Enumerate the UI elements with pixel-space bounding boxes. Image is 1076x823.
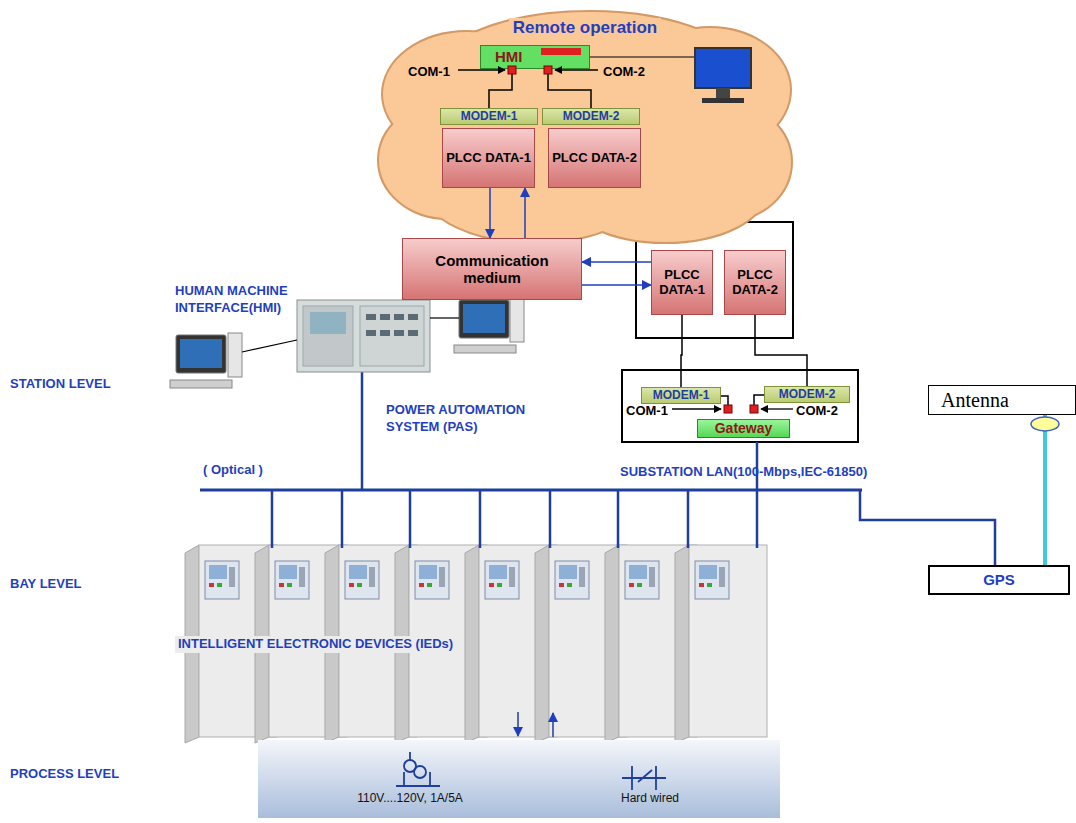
box-text: MODEM-2	[779, 388, 836, 402]
antenna-dish	[1031, 417, 1059, 431]
port-name: COM-1	[408, 64, 450, 81]
modem-box: MODEM-1	[440, 108, 538, 125]
ct-vt-symbol	[396, 752, 440, 786]
process-band: 110V....120V, 1A/5A Hard wired	[258, 740, 780, 818]
box-text: MODEM-1	[461, 110, 518, 124]
box-text: MODEM-2	[563, 110, 620, 124]
plcc-box: PLCC DATA-2	[548, 128, 641, 188]
gps-box: GPS	[928, 565, 1070, 595]
connector	[489, 188, 491, 238]
connector	[755, 315, 807, 386]
hmi-box: HMI	[480, 45, 590, 69]
hardwired-contact-symbol	[622, 766, 666, 790]
lan-caption: SUBSTATION LAN(100-Mbps,IEC-61850)	[620, 464, 867, 481]
lan-drops	[272, 372, 995, 565]
box-text: GPS	[983, 571, 1015, 588]
box-text: PLCC DATA-1	[446, 151, 531, 166]
box-text: 110V....120V, 1A/5A	[357, 792, 463, 806]
connector	[1043, 415, 1047, 565]
plcc-box: PLCC DATA-1	[651, 250, 713, 315]
cloud-lobe	[630, 28, 790, 152]
level-name: STATION LEVEL	[10, 376, 111, 393]
port-name: COM-2	[603, 64, 645, 81]
lan-bus	[200, 489, 862, 492]
cloud-lobe	[425, 138, 645, 242]
box-text: PLCC DATA-2	[727, 268, 783, 298]
ied-cabinet	[675, 545, 767, 743]
medium-box: Communication medium	[402, 238, 582, 300]
connector	[489, 69, 512, 108]
process-band-ground	[258, 740, 780, 818]
pas-unit	[297, 300, 430, 372]
system-caption: POWER AUTOMATION SYSTEM (PAS)	[386, 402, 536, 436]
cloud-lobe	[630, 28, 790, 152]
box-text: Gateway	[715, 420, 773, 436]
station-caption: HUMAN MACHINE INTERFACE(HMI)	[175, 283, 315, 317]
connector	[524, 188, 526, 238]
box-text: PLCC DATA-2	[552, 151, 637, 166]
modem-box: MODEM-1	[641, 387, 721, 404]
level-name: BAY LEVEL	[10, 576, 82, 593]
gateway-enclosure	[622, 370, 858, 442]
box-text: Communication medium	[407, 252, 577, 287]
level-name: PROCESS LEVEL	[10, 766, 119, 783]
port-name: COM-1	[626, 403, 668, 420]
ied-cabinet	[465, 545, 557, 743]
cloud-lobe	[663, 104, 791, 220]
ied-cabinet	[535, 545, 627, 743]
cloud-lobe	[415, 49, 765, 225]
cloud-lobe	[415, 49, 765, 225]
modem-port-wire	[721, 395, 764, 405]
cloud-lobe	[425, 138, 645, 242]
medium-note: ( Optical )	[203, 462, 263, 479]
connector	[681, 315, 682, 387]
connector	[548, 69, 591, 108]
box-text: PLCC DATA-1	[654, 268, 710, 298]
ied-process-arrows	[518, 712, 553, 737]
box-text: HMI	[495, 48, 523, 65]
box-text: Hard wired	[621, 792, 679, 806]
modem-box: MODEM-2	[542, 108, 640, 125]
plcc-box: PLCC DATA-1	[442, 128, 535, 188]
cloud-lobe	[663, 104, 791, 220]
remote-monitor-icon	[590, 48, 751, 103]
ied-caption: INTELLIGENT ELECTRONIC DEVICES (IEDs)	[175, 636, 456, 653]
remote-cloud: Remote operationHMI MODEM-1 MODEM-2PLCC DA…	[375, 2, 795, 247]
modem-box: MODEM-2	[764, 386, 850, 403]
port-name: COM-2	[796, 403, 838, 420]
antenna-box: Antenna	[928, 385, 1076, 415]
region-heading: Remote operation	[509, 18, 662, 38]
connector	[582, 261, 651, 263]
connector	[582, 284, 651, 286]
plcc-enclosure	[636, 222, 793, 338]
box-text: MODEM-1	[653, 389, 710, 403]
gateway-box: Gateway	[697, 419, 790, 438]
plcc-box: PLCC DATA-2	[724, 250, 786, 315]
ied-cabinet	[605, 545, 697, 743]
box-text: Antenna	[941, 389, 1009, 412]
